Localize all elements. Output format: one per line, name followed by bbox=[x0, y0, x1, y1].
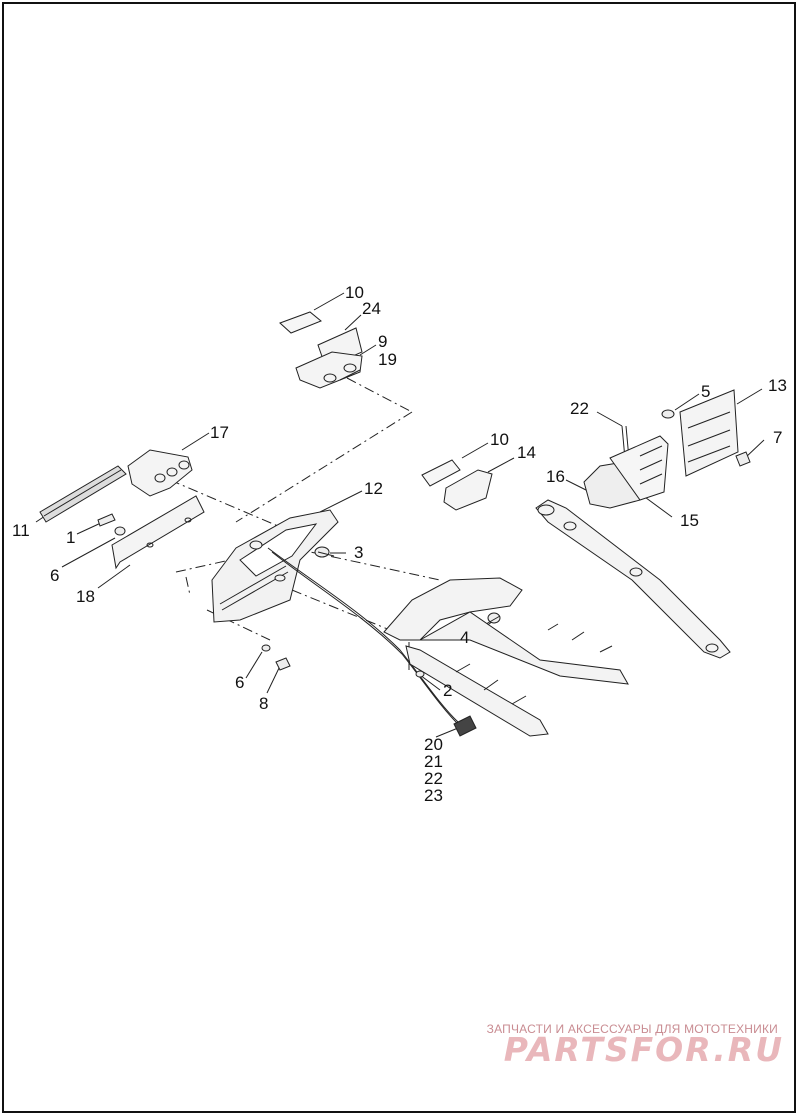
callout-stack-20-23: 20 21 22 23 bbox=[424, 736, 443, 804]
callout-15: 15 bbox=[680, 511, 699, 530]
callout-17: 17 bbox=[210, 423, 229, 442]
mount-16 bbox=[583, 435, 669, 509]
callout-13: 13 bbox=[768, 376, 787, 395]
callout-22-lower: 22 bbox=[424, 769, 443, 788]
callout-10-middle: 10 bbox=[490, 430, 509, 449]
callout-14: 14 bbox=[517, 443, 536, 462]
bracket-18 bbox=[111, 495, 205, 570]
bolt-1 bbox=[97, 513, 126, 536]
callout-12: 12 bbox=[364, 479, 383, 498]
nut-8 bbox=[275, 657, 291, 671]
watermark-logo: PARTSFOR.RU bbox=[503, 1030, 784, 1069]
screw-4 bbox=[485, 612, 501, 625]
lamp-housing-top bbox=[295, 327, 363, 389]
callout-23: 23 bbox=[424, 786, 443, 805]
fender-support bbox=[383, 577, 629, 737]
callout-24: 24 bbox=[362, 299, 381, 318]
leader-lines bbox=[35, 292, 765, 738]
callout-2: 2 bbox=[443, 681, 453, 700]
nut-7 bbox=[735, 451, 751, 467]
callout-11: 11 bbox=[12, 521, 30, 540]
lens-middle bbox=[421, 459, 461, 487]
washer-6 bbox=[261, 644, 271, 652]
callout-1: 1 bbox=[66, 528, 76, 547]
connector bbox=[453, 715, 477, 737]
callout-22: 22 bbox=[570, 399, 589, 418]
callout-3: 3 bbox=[354, 543, 364, 562]
callout-16: 16 bbox=[546, 467, 565, 486]
callout-9: 9 bbox=[378, 332, 388, 351]
callout-19: 19 bbox=[378, 350, 397, 369]
callout-4: 4 bbox=[460, 628, 470, 647]
callout-5: 5 bbox=[701, 382, 711, 401]
callout-6: 6 bbox=[50, 566, 60, 585]
arm-15 bbox=[535, 499, 731, 659]
callout-20: 20 bbox=[424, 735, 443, 754]
lamp-14 bbox=[443, 469, 493, 511]
lens-top bbox=[279, 311, 322, 334]
watermark-caption: ЗАПЧАСТИ И АКСЕССУАРЫ ДЛЯ МОТОТЕХНИКИ bbox=[486, 1022, 778, 1036]
screw-2 bbox=[415, 670, 425, 678]
screw-5 bbox=[661, 409, 675, 419]
lamp-17 bbox=[127, 449, 193, 497]
callout-6-lower: 6 bbox=[235, 673, 245, 692]
callout-8: 8 bbox=[259, 694, 269, 713]
screw-3 bbox=[314, 546, 335, 558]
callout-21: 21 bbox=[424, 752, 443, 771]
plate-13 bbox=[679, 389, 739, 477]
wire-harness bbox=[267, 547, 459, 723]
callout-7: 7 bbox=[773, 428, 783, 447]
callout-18: 18 bbox=[76, 587, 95, 606]
callout-10: 10 bbox=[345, 283, 364, 302]
license-bracket-12 bbox=[211, 509, 339, 623]
